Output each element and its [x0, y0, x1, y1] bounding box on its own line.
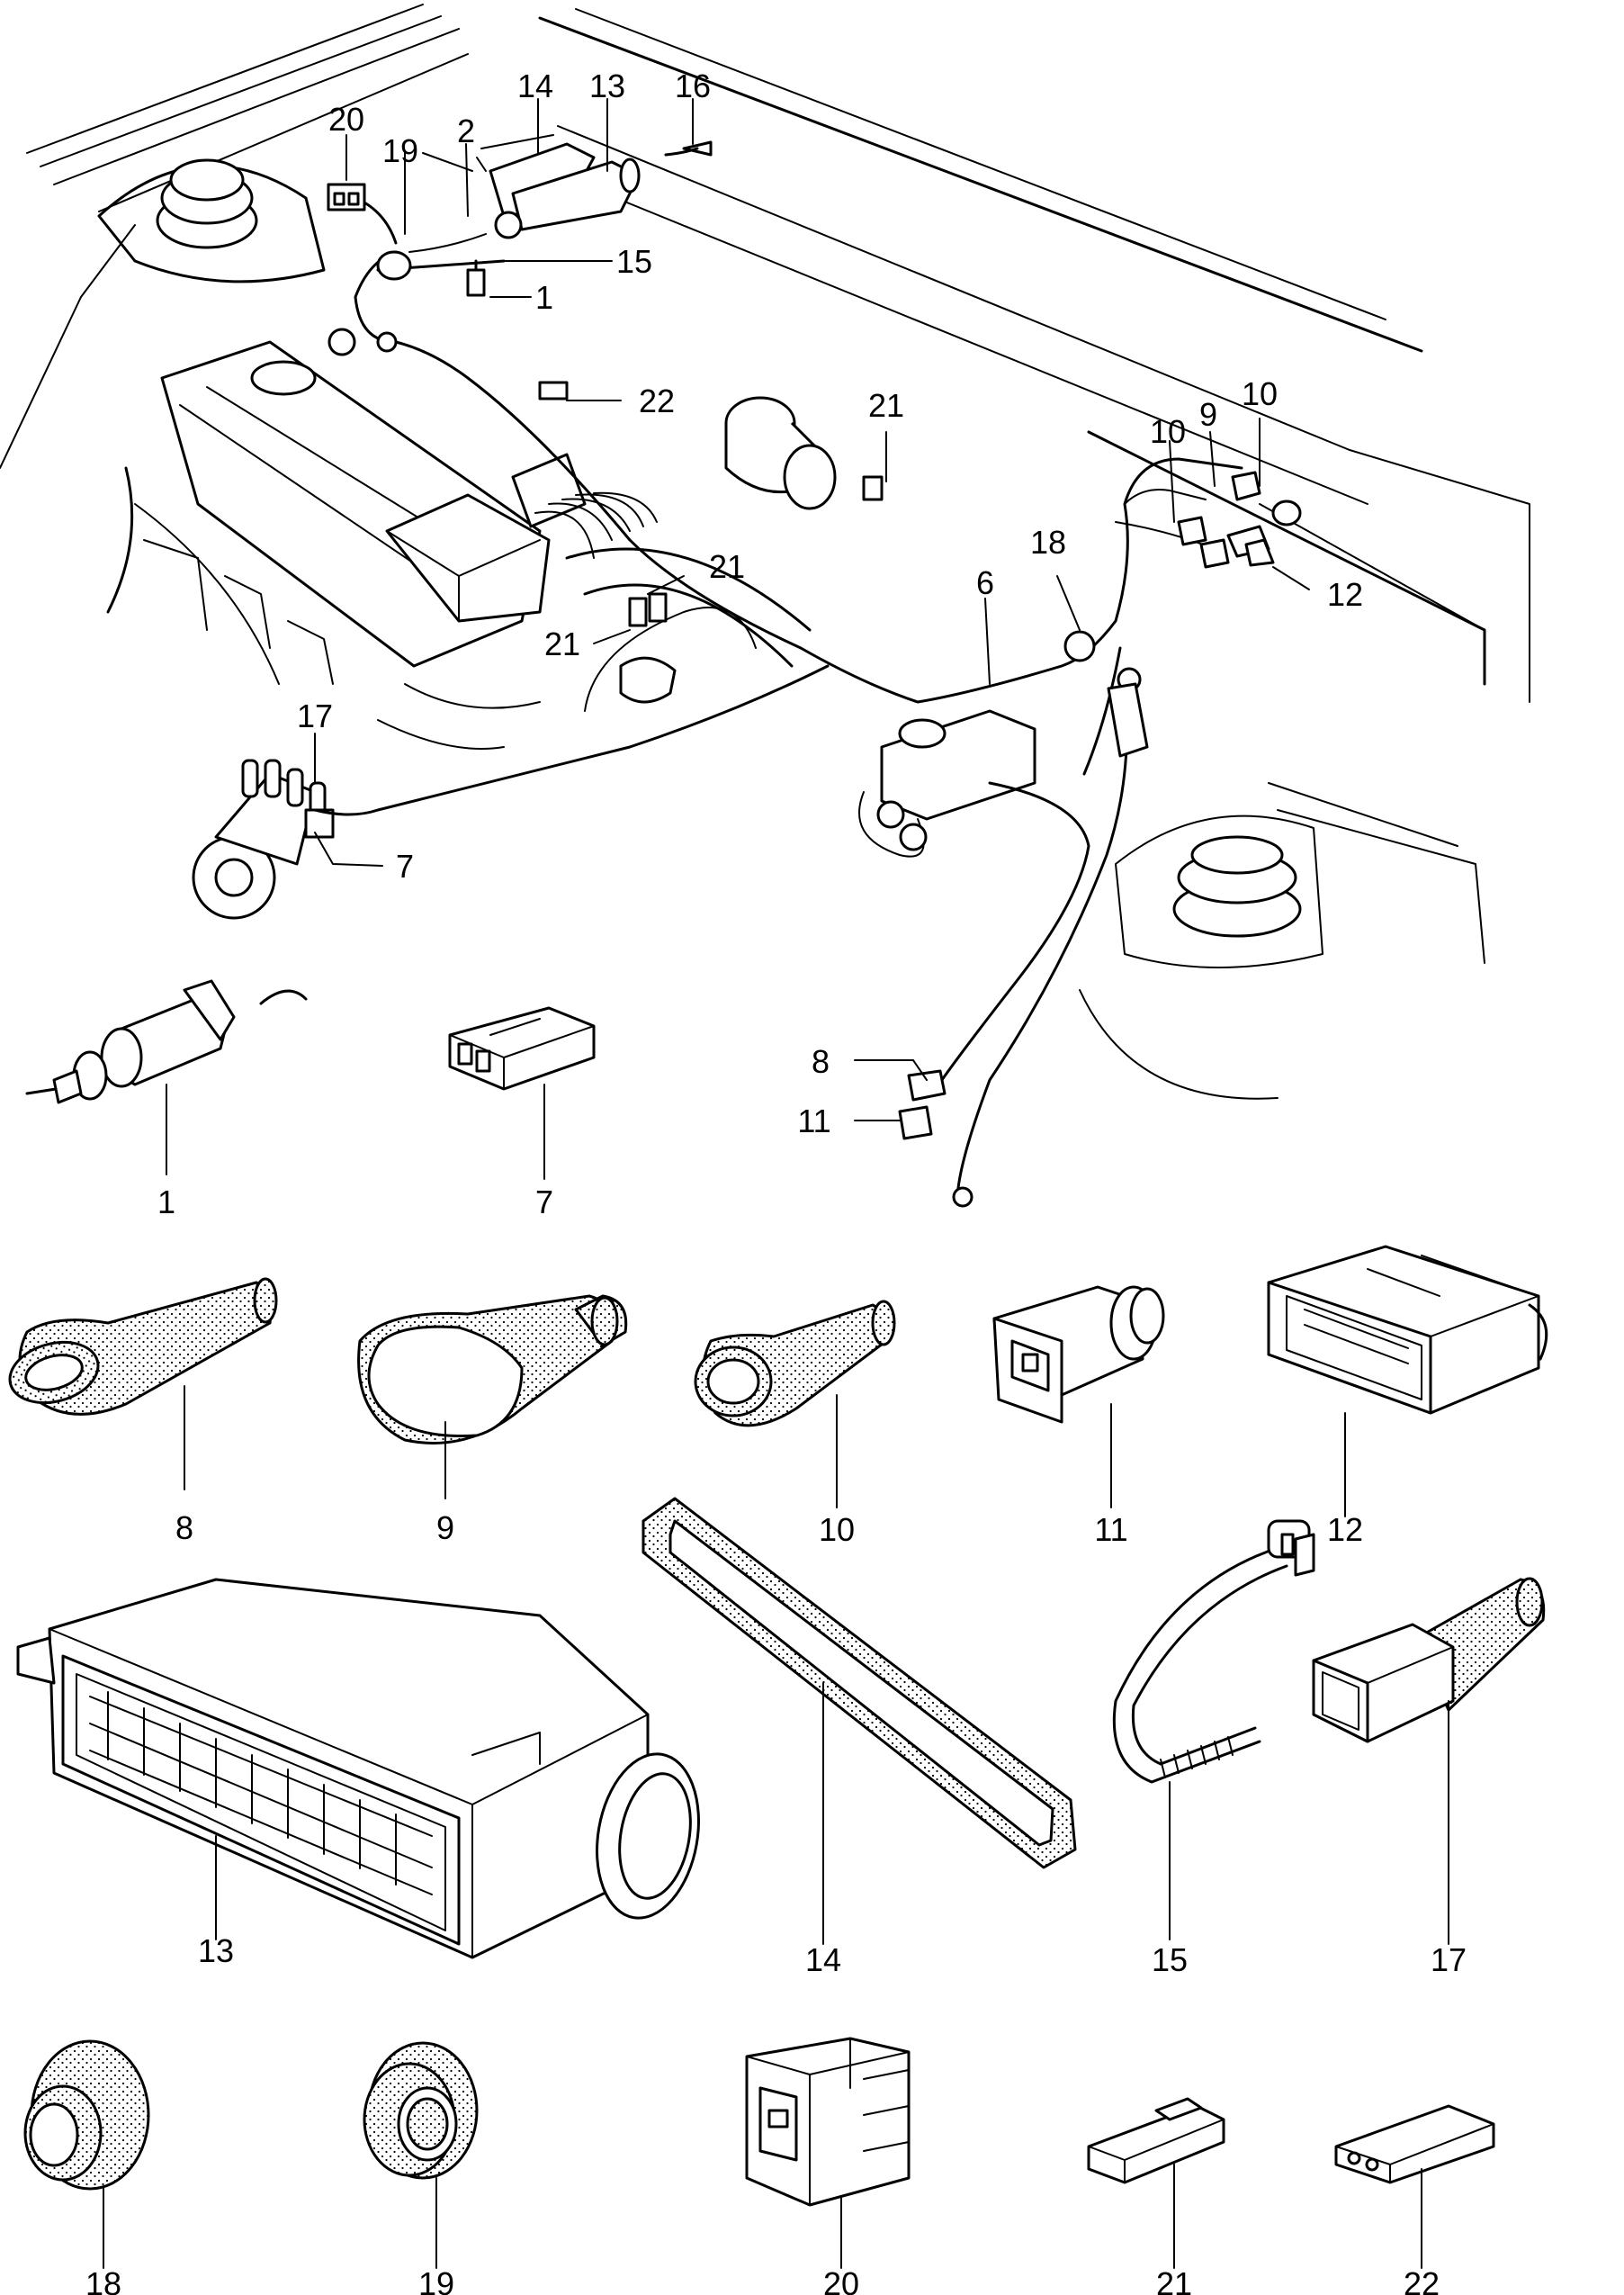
body-edge-lines	[0, 4, 469, 469]
control-unit-connector-icon	[16, 1578, 700, 1959]
part-19: 19	[363, 2041, 479, 2295]
pin-grid	[89, 1691, 433, 1895]
top-connectors	[327, 183, 487, 281]
switch-sensor-icon	[25, 979, 308, 1104]
part-label-10: 10	[819, 1511, 855, 1548]
engine-bay-illustration	[0, 4, 1530, 1208]
part-label-12: 12	[1327, 1511, 1363, 1548]
callout-10-right: 10	[1242, 375, 1278, 412]
part-22: 22	[1334, 2104, 1495, 2295]
cable-tie-icon	[1112, 1519, 1315, 1784]
part-21: 21	[1087, 2097, 1225, 2295]
connector-housing-icon	[745, 2037, 911, 2207]
intake-hose	[511, 453, 812, 668]
part-14: 14	[642, 1497, 1077, 1978]
engine-block	[106, 340, 551, 750]
connector-housing-icon	[448, 1006, 596, 1091]
ground-lead	[898, 1069, 974, 1208]
part-10: 10	[694, 1300, 896, 1548]
part-label-14: 14	[805, 1941, 841, 1978]
strut-tower-left	[97, 158, 326, 284]
part-label-7: 7	[535, 1184, 553, 1220]
valve-component	[584, 592, 757, 712]
protective-cap-icon	[1312, 1577, 1546, 1743]
callout-19: 19	[382, 132, 418, 169]
callout-6: 6	[976, 564, 994, 601]
part-8: 8	[8, 1277, 278, 1546]
oval-boot-icon	[357, 1294, 628, 1444]
callout-11: 11	[797, 1102, 830, 1139]
tie-teeth	[1160, 1736, 1234, 1778]
part-label-1: 1	[157, 1184, 175, 1220]
callout-8: 8	[812, 1043, 830, 1080]
flat-connector-icon	[1087, 2097, 1225, 2184]
callout-22: 22	[639, 382, 675, 419]
fuel-component	[724, 396, 884, 510]
callout-20: 20	[328, 101, 364, 138]
callout-17: 17	[297, 698, 333, 734]
multi-pin-connector-icon	[1267, 1245, 1548, 1415]
part-18: 18	[23, 2039, 150, 2295]
callout-7: 7	[396, 848, 414, 885]
part-label-15: 15	[1152, 1941, 1188, 1978]
control-unit-overview	[476, 134, 713, 239]
callout-15: 15	[616, 243, 652, 280]
callout-13: 13	[589, 68, 625, 104]
strut-tower-right	[1079, 814, 1323, 1100]
part-label-13: 13	[198, 1932, 234, 1969]
callout-16: 16	[675, 68, 711, 104]
flat-connector-icon	[1334, 2104, 1495, 2184]
brake-reservoir	[858, 709, 1036, 858]
callout-10-left: 10	[1150, 413, 1186, 450]
part-1: 1	[25, 979, 308, 1220]
part-9: 9	[357, 1294, 628, 1546]
plug-connector-icon	[992, 1285, 1165, 1424]
callout-18: 18	[1030, 524, 1066, 561]
firewall-rails	[538, 8, 1530, 964]
part-label-8: 8	[175, 1509, 193, 1546]
part-20: 20	[745, 2037, 911, 2295]
part-15: 15	[1112, 1519, 1315, 1978]
boot-icon	[8, 1277, 278, 1416]
overview-leader-lines	[314, 98, 1310, 1121]
gasket-seal-icon	[642, 1497, 1077, 1869]
part-label-21: 21	[1156, 2265, 1192, 2295]
part-label-20: 20	[823, 2265, 859, 2295]
callout-1: 1	[535, 279, 553, 316]
boot-icon	[694, 1300, 896, 1427]
part-11: 11	[992, 1285, 1165, 1548]
part-label-9: 9	[436, 1509, 454, 1546]
part-13: 13	[16, 1578, 700, 1969]
sensor-plug	[327, 259, 569, 400]
right-connectors	[1177, 471, 1302, 569]
callout-14: 14	[517, 68, 553, 104]
grommet-icon	[363, 2041, 479, 2180]
overview-callouts: 20 19 2 14 13 16 15 1 22 21 10 9 10 12 1…	[297, 68, 1363, 1139]
callout-9: 9	[1199, 396, 1217, 433]
callout-21-middle-upper: 21	[709, 548, 745, 585]
part-label-11: 11	[1094, 1511, 1127, 1548]
part-label-18: 18	[85, 2265, 121, 2295]
part-7: 7	[448, 1006, 596, 1220]
grommet-icon	[23, 2039, 150, 2191]
distributor-cap	[192, 759, 335, 920]
part-label-17: 17	[1431, 1941, 1467, 1978]
part-12: 12	[1267, 1245, 1548, 1548]
part-17: 17	[1312, 1577, 1546, 1978]
part-label-22: 22	[1404, 2265, 1440, 2295]
part-label-19: 19	[418, 2265, 454, 2295]
callout-21-top: 21	[868, 387, 904, 424]
callout-2: 2	[457, 112, 475, 149]
callout-12: 12	[1327, 576, 1363, 613]
callout-21-middle-lower: 21	[544, 626, 580, 662]
